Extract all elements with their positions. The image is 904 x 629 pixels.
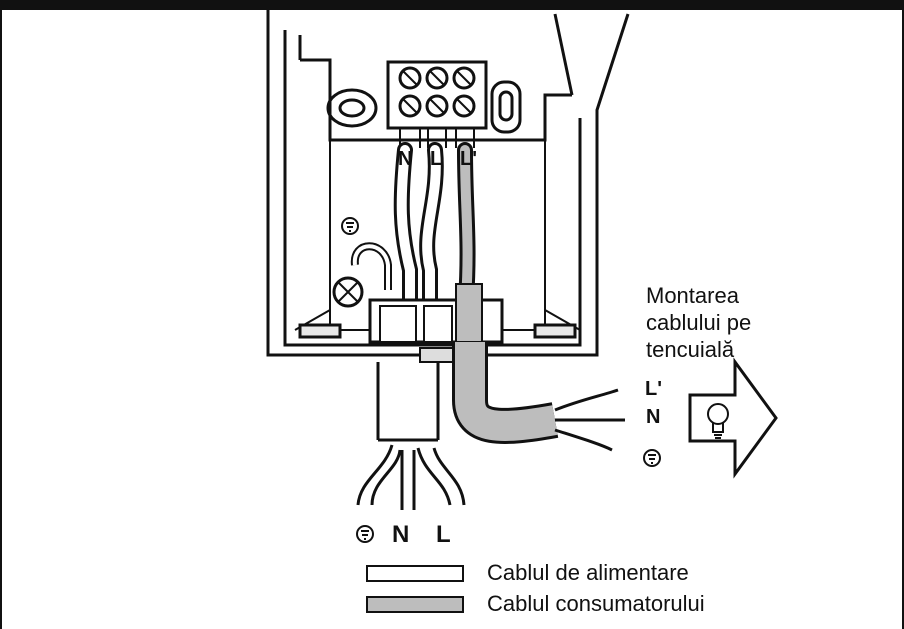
supply-label-n: N bbox=[392, 521, 410, 548]
lamp-arrow bbox=[688, 357, 778, 479]
supply-label-l: L bbox=[436, 521, 451, 548]
cable-clamp bbox=[368, 283, 504, 363]
lamp-icon bbox=[707, 403, 729, 439]
supply-wires bbox=[393, 142, 444, 308]
load-wire-top bbox=[457, 142, 476, 308]
legend-label-load: Cablul consumatorului bbox=[487, 591, 705, 616]
load-cable bbox=[452, 342, 625, 452]
mounting-note-line-3: tencuială bbox=[646, 337, 735, 362]
mounting-note-line-1: Montarea bbox=[646, 283, 739, 308]
terminal-label-n: N bbox=[398, 148, 413, 170]
legend-swatch-load bbox=[366, 596, 464, 613]
terminal-block bbox=[386, 60, 488, 148]
mounting-slots bbox=[326, 80, 522, 134]
terminal-label-l-prime: L' bbox=[460, 148, 477, 170]
legend-label-supply: Cablul de alimentare bbox=[487, 560, 689, 585]
load-label-n: N bbox=[646, 406, 661, 428]
mounting-note-line-2: cablului pe bbox=[646, 310, 752, 335]
load-label-l-prime: L' bbox=[645, 378, 662, 400]
legend-swatch-supply bbox=[366, 565, 464, 582]
ground-icon bbox=[341, 217, 661, 543]
ground-screw bbox=[332, 242, 392, 308]
supply-cable bbox=[356, 362, 466, 510]
terminal-label-l: L bbox=[430, 148, 443, 170]
